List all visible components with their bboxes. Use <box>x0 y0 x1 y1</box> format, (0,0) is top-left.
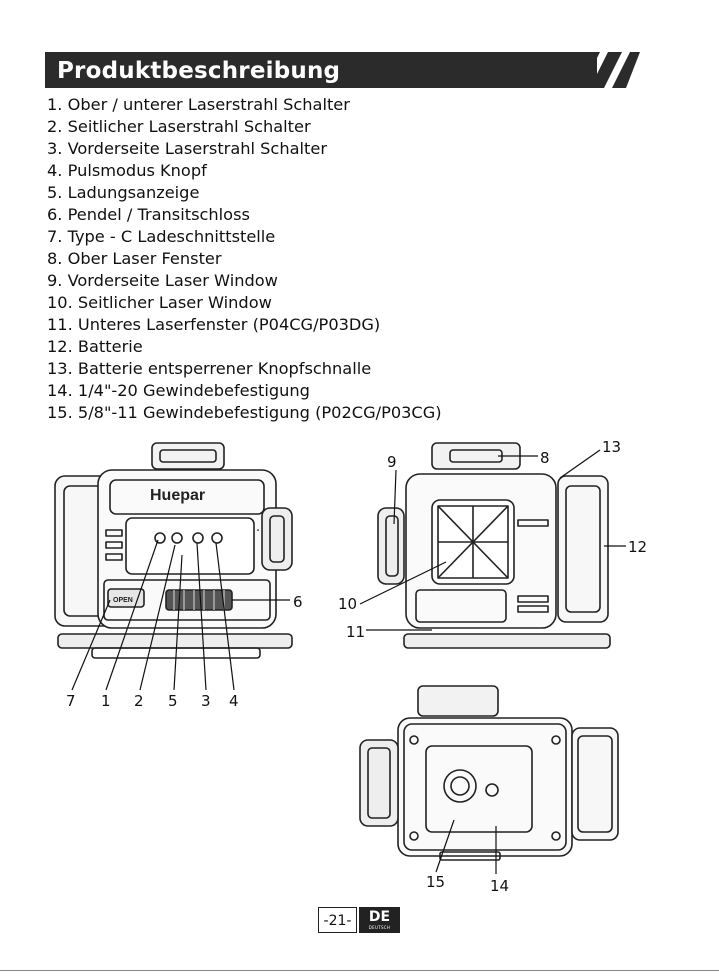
page-number: -21- <box>318 907 357 933</box>
list-item: 11. Unteres Laserfenster (P04CG/P03DG) <box>47 315 381 334</box>
parts-list: 1. Ober / unterer Laserstrahl Schalter 2… <box>47 94 442 424</box>
list-item: 13. Batterie entsperrener Knopfschnalle <box>47 359 372 378</box>
list-item: 15. 5/8"-11 Gewindebefestigung (P02CG/P0… <box>47 403 442 422</box>
callout-13: 13 <box>602 438 621 456</box>
callout-14: 14 <box>490 877 509 895</box>
list-item: 7. Type - C Ladeschnittstelle <box>47 227 276 246</box>
page-title: Produktbeschreibung <box>57 58 341 84</box>
callout-10: 10 <box>338 595 357 613</box>
open-label: OPEN <box>113 597 133 604</box>
header-bar <box>45 52 597 88</box>
language-badge: DE DEUTSCH <box>359 907 400 933</box>
callout-7: 7 <box>66 692 76 710</box>
list-item: 1. Ober / unterer Laserstrahl Schalter <box>47 95 350 114</box>
list-item: 12. Batterie <box>47 337 143 356</box>
list-item: 2. Seitlicher Laserstrahl Schalter <box>47 117 311 136</box>
list-item: 10. Seitlicher Laser Window <box>47 293 272 312</box>
front-view <box>54 442 293 659</box>
list-item: 4. Pulsmodus Knopf <box>47 161 207 180</box>
callout-3: 3 <box>201 692 211 710</box>
list-item: 9. Vorderseite Laser Window <box>47 271 278 290</box>
callout-15: 15 <box>426 873 445 891</box>
callout-9: 9 <box>387 453 397 471</box>
side-view <box>377 442 611 649</box>
list-item: 8. Ober Laser Fenster <box>47 249 222 268</box>
language-code: DE <box>368 909 391 925</box>
callout-11: 11 <box>346 623 365 641</box>
callout-2: 2 <box>134 692 144 710</box>
bottom-view <box>359 685 619 861</box>
callout-12: 12 <box>628 538 647 556</box>
callout-6: 6 <box>293 593 303 611</box>
brand-logo: Huepar <box>150 487 205 504</box>
list-item: 14. 1/4"-20 Gewindebefestigung <box>47 381 310 400</box>
list-item: 5. Ladungsanzeige <box>47 183 200 202</box>
language-name: DEUTSCH <box>368 925 391 930</box>
list-item: 6. Pendel / Transitschloss <box>47 205 250 224</box>
callout-8: 8 <box>540 449 550 467</box>
callout-4: 4 <box>229 692 239 710</box>
list-item: 3. Vorderseite Laserstrahl Schalter <box>47 139 327 158</box>
callout-5: 5 <box>168 692 178 710</box>
header-stripes <box>550 52 640 88</box>
product-illustration: Huepar OPEN <box>54 438 647 895</box>
callout-1: 1 <box>101 692 111 710</box>
bottom-rule <box>0 970 719 971</box>
